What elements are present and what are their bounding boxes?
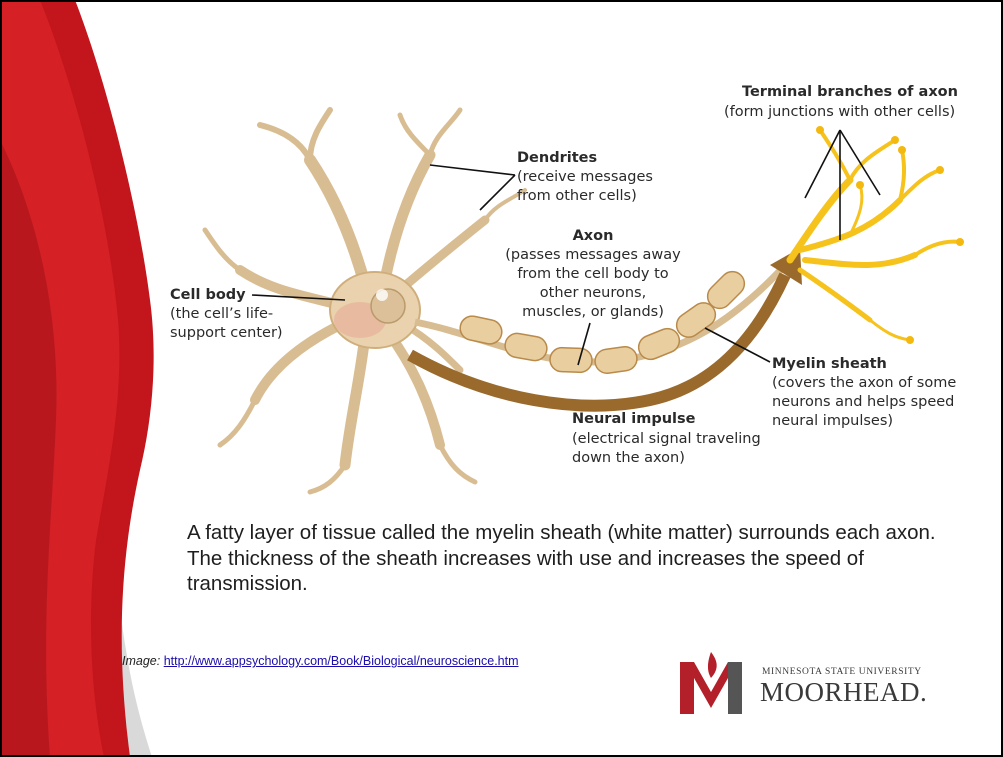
terminal-branches-desc: (form junctions with other cells) bbox=[724, 104, 955, 120]
logo-university-text: MINNESOTA STATE UNIVERSITY bbox=[762, 667, 922, 677]
nucleus-highlight bbox=[376, 289, 388, 301]
myelin-segment bbox=[503, 332, 549, 363]
myelin-sheath-title: Myelin sheath bbox=[772, 356, 887, 372]
dendrite bbox=[205, 230, 240, 270]
neuron-diagram: Terminal branches of axon (form junction… bbox=[160, 70, 980, 500]
neural-impulse-title: Neural impulse bbox=[572, 411, 696, 427]
credit-link[interactable]: http://www.appsychology.com/Book/Biologi… bbox=[164, 654, 519, 668]
body-paragraph: The thickness of the sheath increases wi… bbox=[187, 546, 987, 597]
logo-flame bbox=[708, 652, 717, 678]
axon-desc-line: from the cell body to bbox=[517, 266, 668, 282]
logo-campus-mark: . bbox=[920, 677, 927, 707]
terminal-branch bbox=[805, 255, 915, 265]
logo-m-left bbox=[680, 662, 694, 714]
myelin-sheath-desc-line: (covers the axon of some bbox=[772, 375, 956, 391]
dendrite bbox=[385, 155, 430, 280]
myelin-sheath-desc-line: neural impulses) bbox=[772, 413, 893, 429]
image-credit: Image: http://www.appsychology.com/Book/… bbox=[122, 654, 519, 668]
cell-body-desc-line: support center) bbox=[170, 325, 283, 341]
cell-body-title: Cell body bbox=[170, 287, 246, 303]
flame-m-logo-icon bbox=[678, 648, 748, 718]
logo-campus-text: MOORHEAD. bbox=[760, 677, 927, 708]
neural-impulse-desc-line: down the axon) bbox=[572, 450, 685, 466]
myelin-segment bbox=[594, 345, 639, 375]
dendrite bbox=[400, 220, 485, 290]
dendrite bbox=[345, 335, 365, 465]
myelin-sheath-desc-line: neurons and helps speed bbox=[772, 394, 954, 410]
slide-body: A fatty layer of tissue called the myeli… bbox=[187, 520, 987, 597]
dendrite bbox=[400, 115, 430, 155]
dendrite bbox=[310, 160, 365, 285]
terminal-branch bbox=[870, 320, 910, 340]
credit-prefix: Image: bbox=[122, 654, 160, 668]
terminal-pointer bbox=[805, 130, 840, 198]
dendrites-desc-line: from other cells) bbox=[517, 188, 637, 204]
body-paragraph: A fatty layer of tissue called the myeli… bbox=[187, 520, 987, 546]
neural-impulse-desc-line: (electrical signal traveling bbox=[572, 431, 761, 447]
dendrite bbox=[310, 110, 330, 160]
dendrites-desc-line: (receive messages bbox=[517, 169, 653, 185]
terminal-branch bbox=[915, 242, 960, 255]
dendrite bbox=[260, 125, 310, 160]
dendrites-title: Dendrites bbox=[517, 150, 597, 166]
dendrite bbox=[240, 270, 340, 305]
terminal-branch bbox=[850, 140, 895, 180]
myelin-segment bbox=[550, 347, 593, 372]
axon-desc-line: muscles, or glands) bbox=[522, 304, 664, 320]
axon-desc-line: other neurons, bbox=[540, 285, 646, 301]
cell-body-desc-line: (the cell’s life- bbox=[170, 306, 273, 322]
dendrite bbox=[430, 110, 460, 155]
terminal-branch bbox=[900, 150, 904, 200]
myelin-segment bbox=[458, 314, 504, 346]
dendrite bbox=[440, 445, 475, 482]
terminal-branch bbox=[900, 170, 940, 200]
logo-campus-name: MOORHEAD bbox=[760, 677, 920, 707]
dendrites-pointer bbox=[430, 165, 515, 175]
terminal-branches-title: Terminal branches of axon bbox=[742, 84, 958, 100]
terminal-branches bbox=[790, 130, 960, 340]
university-logo: MINNESOTA STATE UNIVERSITY MOORHEAD. bbox=[678, 648, 948, 718]
myelin-segments bbox=[458, 267, 749, 375]
dendrite bbox=[220, 400, 255, 445]
terminal-branch bbox=[800, 270, 870, 320]
dendrite bbox=[310, 465, 345, 492]
axon-title: Axon bbox=[573, 228, 614, 244]
logo-m-right bbox=[728, 662, 742, 714]
axon-desc-line: (passes messages away bbox=[505, 247, 681, 263]
